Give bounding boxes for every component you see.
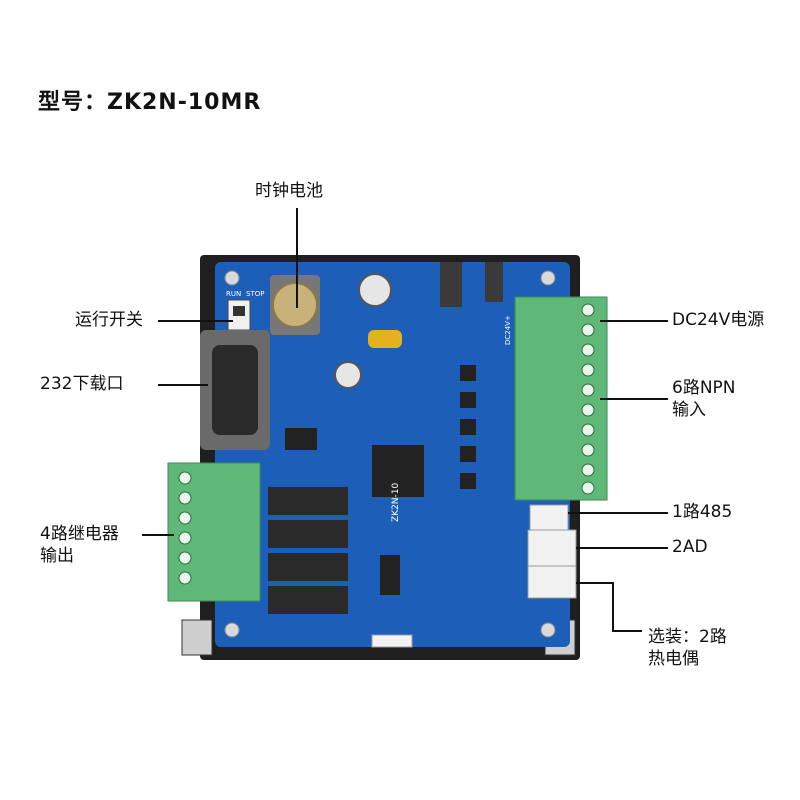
capacitor: [358, 273, 392, 307]
input-terminal-screws: [581, 303, 595, 495]
leader-line-thermo-a: [576, 582, 614, 584]
thermocouple-connector: [527, 565, 577, 599]
callout-relay-output-line2: 输出: [40, 546, 74, 566]
callout-thermocouple-line1: 选装：2路: [648, 627, 727, 647]
leader-line-battery: [296, 208, 298, 308]
callout-relay-output: 4路继电器 输出: [40, 523, 119, 567]
header-pins: [371, 634, 413, 648]
mcu-chip: [372, 445, 424, 497]
callout-dc24v: DC24V电源: [672, 310, 765, 330]
leader-line-relay: [142, 534, 174, 536]
power-label: DC24V+: [504, 315, 512, 345]
callout-232-download: 232下载口: [40, 374, 124, 394]
ic-chip: [285, 428, 317, 450]
optocoupler-array: [460, 365, 476, 489]
model-title: 型号：ZK2N-10MR: [38, 90, 262, 115]
leader-line-ad: [576, 547, 668, 549]
ad-connector: [527, 529, 577, 567]
callout-run-switch: 运行开关: [75, 310, 143, 330]
switch-label-run: RUN: [226, 290, 241, 298]
relay: [268, 520, 348, 548]
mount-hole: [224, 622, 240, 638]
capacitor: [334, 361, 362, 389]
relay: [268, 553, 348, 581]
board-model-label: ZK2N-10: [391, 483, 401, 522]
callout-relay-output-line1: 4路继电器: [40, 524, 119, 544]
rs485-connector: [529, 504, 569, 531]
callout-npn-input-line2: 输入: [672, 400, 706, 420]
ic-chip: [380, 555, 400, 595]
leader-line-dc24v: [600, 320, 668, 322]
leader-line-thermo-b: [612, 582, 614, 632]
leader-line-switch: [158, 320, 233, 322]
db9-port-inner: [212, 345, 258, 435]
relay: [268, 586, 348, 614]
callout-clock-battery: 时钟电池: [255, 181, 323, 201]
leader-line-thermo-c: [612, 630, 642, 632]
inductor: [440, 262, 462, 307]
callout-thermocouple: 选装：2路 热电偶: [648, 626, 727, 670]
relay-terminal-screws: [178, 471, 192, 585]
fuse: [368, 330, 402, 348]
mount-tab: [181, 619, 213, 656]
callout-rs485: 1路485: [672, 502, 733, 522]
callout-npn-input-line1: 6路NPN: [672, 378, 736, 398]
mount-hole: [540, 622, 556, 638]
switch-label-stop: STOP: [246, 290, 264, 298]
leader-line-232: [158, 384, 208, 386]
mount-hole: [540, 270, 556, 286]
relay: [268, 487, 348, 515]
callout-thermocouple-line2: 热电偶: [648, 649, 699, 669]
leader-line-485: [568, 512, 668, 514]
callout-npn-input: 6路NPN 输入: [672, 377, 736, 421]
clock-battery: [272, 282, 318, 328]
inductor: [485, 262, 503, 302]
run-switch-knob: [233, 306, 245, 316]
mount-hole: [224, 270, 240, 286]
callout-ad: 2AD: [672, 537, 708, 557]
leader-line-npn: [600, 398, 668, 400]
